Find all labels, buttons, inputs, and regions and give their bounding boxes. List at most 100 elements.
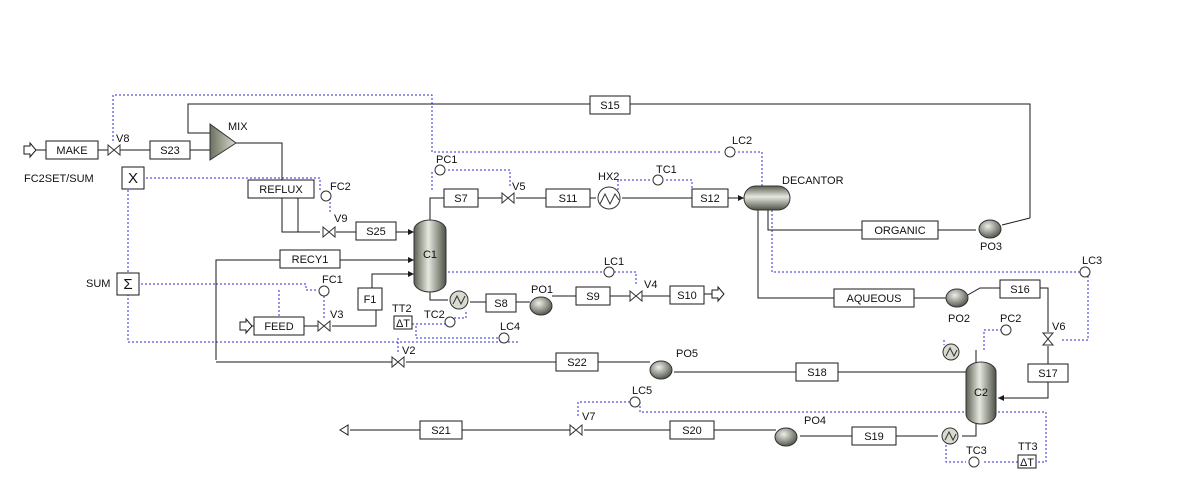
stream-recy1[interactable]: RECY1 [279,249,341,269]
svg-text:PO1: PO1 [531,284,553,296]
svg-text:F1: F1 [364,294,377,306]
valve-v3[interactable]: V3 [317,309,343,333]
valve-v2[interactable]: V2 [391,345,415,369]
sum-block[interactable]: Σ SUM [86,272,140,296]
stream-s7[interactable]: S7 [443,188,479,208]
svg-text:TC2: TC2 [424,309,445,321]
controller-pc1[interactable]: PC1 [434,154,457,176]
decantor-vessel[interactable]: DECANTOR [743,175,844,211]
svg-text:S15: S15 [600,100,620,112]
controller-lc5[interactable]: LC5 [629,385,652,408]
stream-make[interactable]: MAKE [45,140,99,160]
transmitter-tt3[interactable]: ΔT TT3 [1017,441,1038,469]
stream-s11[interactable]: S11 [545,188,591,208]
svg-text:V4: V4 [644,279,657,291]
svg-text:REFLUX: REFLUX [259,184,303,196]
svg-text:S25: S25 [366,226,386,238]
controller-lc2[interactable]: LC2 [724,135,752,158]
svg-text:PO5: PO5 [676,348,698,360]
stream-boxes: MAKE S23 S15 REFLUX S25 S7 S11 S12 RECY1… [45,95,1069,446]
svg-text:SUM: SUM [86,278,110,290]
controller-tc3[interactable]: TC3 [966,445,987,468]
controller-fc2[interactable]: FC2 [320,181,351,202]
mixer-block[interactable]: MIX [209,121,248,161]
svg-text:S11: S11 [559,193,578,205]
condenser-c2[interactable] [942,343,960,361]
svg-text:RECY1: RECY1 [292,254,329,266]
make-inlet-arrow [23,141,37,159]
svg-text:DECANTOR: DECANTOR [782,175,844,187]
controller-tc2[interactable]: TC2 [424,309,456,328]
svg-text:LC3: LC3 [1082,255,1102,267]
svg-text:Σ: Σ [123,276,132,293]
svg-text:PC1: PC1 [436,154,457,166]
svg-text:TC3: TC3 [966,445,987,457]
stream-s10[interactable]: S10 [669,285,705,305]
svg-text:S12: S12 [700,193,720,205]
svg-text:V3: V3 [330,309,343,321]
stream-s18[interactable]: S18 [795,362,839,382]
svg-text:HX2: HX2 [598,171,619,183]
svg-text:AQUEOUS: AQUEOUS [846,293,901,305]
stream-s16[interactable]: S16 [999,279,1041,299]
reboiler-c2[interactable] [941,427,959,445]
stream-f1[interactable]: F1 [357,287,383,311]
process-pipes [34,103,1049,437]
column-c2[interactable]: C2 [965,361,997,425]
svg-text:S17: S17 [1038,368,1058,380]
stream-s22[interactable]: S22 [555,352,599,372]
stream-s8[interactable]: S8 [485,293,517,313]
pump-po5[interactable]: PO5 [649,348,698,380]
controller-fc1[interactable]: FC1 [318,274,343,297]
pump-po2[interactable]: PO2 [945,288,970,325]
heat-exchanger-hx2[interactable]: HX2 [597,171,621,210]
controller-pc2[interactable]: PC2 [1000,313,1021,336]
stream-feed[interactable]: FEED [253,316,305,336]
svg-text:PO3: PO3 [980,241,1002,253]
stream-reflux[interactable]: REFLUX [247,179,315,199]
c2-inlet-arrowhead [998,395,1004,401]
svg-text:PC2: PC2 [1000,313,1021,325]
controller-lc3[interactable]: LC3 [1079,255,1102,278]
svg-text:TT2: TT2 [392,303,412,315]
stream-s12[interactable]: S12 [691,188,729,208]
valve-v6[interactable]: V6 [1041,321,1065,346]
svg-text:LC4: LC4 [500,321,520,333]
pump-po1[interactable]: PO1 [529,284,553,316]
stream-s25[interactable]: S25 [355,221,397,241]
valve-v7[interactable]: V7 [569,411,595,437]
svg-text:V6: V6 [1052,321,1065,333]
svg-text:ΔT: ΔT [1020,457,1034,469]
svg-text:MIX: MIX [228,121,248,133]
svg-text:S8: S8 [494,298,507,310]
valve-v4[interactable]: V4 [629,279,657,303]
column-c1[interactable]: C1 [413,219,447,293]
pump-po4[interactable]: PO4 [774,415,826,447]
stream-s9[interactable]: S9 [575,286,611,306]
svg-text:S19: S19 [864,431,884,443]
stream-s19[interactable]: S19 [851,426,897,446]
svg-text:V9: V9 [334,213,347,225]
transmitter-tt2[interactable]: ΔT TT2 [392,303,413,330]
multiplier-block[interactable]: X FC2SET/SUM [24,166,145,190]
reboiler-c1[interactable] [449,290,469,310]
stream-s20[interactable]: S20 [669,420,715,440]
stream-s21[interactable]: S21 [419,420,463,440]
controller-lc4[interactable]: LC4 [498,321,520,344]
stream-s23[interactable]: S23 [149,140,191,160]
svg-text:S7: S7 [454,193,467,205]
stream-s15[interactable]: S15 [589,95,631,115]
controller-lc1[interactable]: LC1 [603,256,624,278]
stream-s17[interactable]: S17 [1027,363,1069,383]
valve-v9[interactable]: V9 [322,213,347,239]
valve-v5[interactable]: V5 [501,181,525,205]
svg-text:V7: V7 [582,411,595,423]
stream-aqueous[interactable]: AQUEOUS [833,288,915,308]
controller-tc1[interactable]: TC1 [652,164,677,186]
valve-v8[interactable]: V8 [107,133,129,157]
stream-organic[interactable]: ORGANIC [861,220,939,240]
pump-po3[interactable]: PO3 [978,219,1002,253]
c1-recy-arrowhead [408,257,414,263]
svg-text:FEED: FEED [264,321,293,333]
svg-text:LC1: LC1 [604,256,624,268]
